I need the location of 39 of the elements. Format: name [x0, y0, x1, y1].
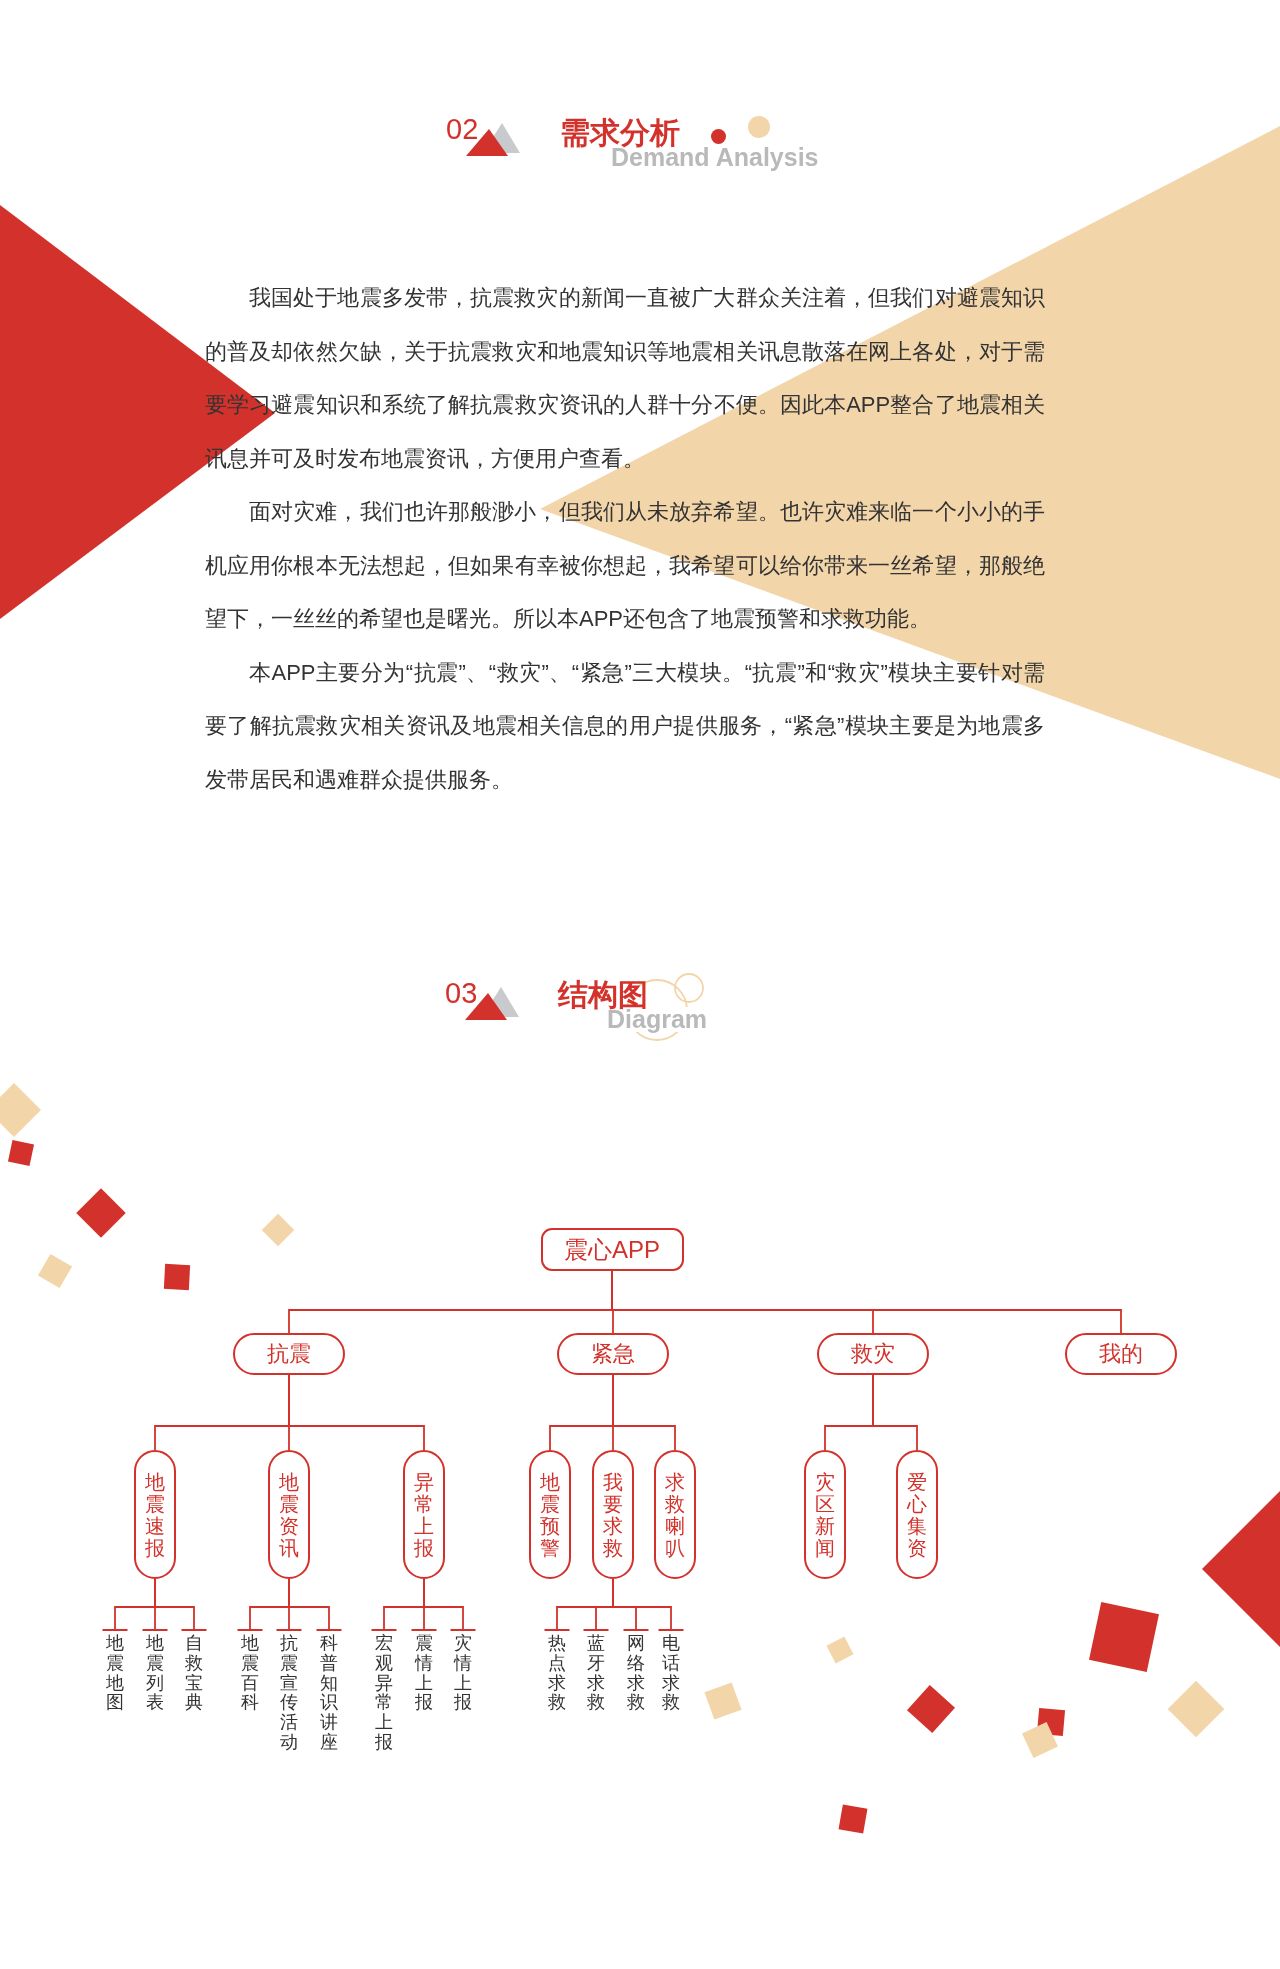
connector-line: [154, 1578, 208, 1631]
sub-feature-label: 热点求救: [548, 1630, 566, 1714]
sub-feature-label: 地震列表: [146, 1630, 164, 1714]
sub-feature-label: 科普知识讲座: [320, 1630, 338, 1753]
module-pill: 救灾: [817, 1333, 929, 1375]
feature-pill: 我要求救: [592, 1450, 634, 1579]
connector-line: [423, 1578, 477, 1631]
module-pill: 紧急: [557, 1333, 669, 1375]
connector-line: [612, 1578, 685, 1631]
feature-pill: 灾区新闻: [804, 1450, 846, 1579]
feature-pill: 求救喇叭: [654, 1450, 696, 1579]
connector-line: [872, 1374, 918, 1451]
section-heading: 需求分析: [560, 118, 680, 148]
feature-pill: 地震资讯: [268, 1450, 310, 1579]
sub-feature-label: 网络求救: [627, 1630, 645, 1714]
sub-feature-label: 宏观异常上报: [375, 1630, 393, 1753]
body-paragraph: 面对灾难，我们也许那般渺小，但我们从未放弃希望。也许灾难来临一个小小的手机应用你根本无法想起，但如果有幸被你想起，我希望可以给你带来一丝希望，那般绝望下，一丝丝的希望也是曙光。所以本APP还包含了地震预警和求救功能。: [205, 498, 1045, 633]
sub-feature-label: 地震地图: [106, 1630, 124, 1714]
module-pill: 抗震: [233, 1333, 345, 1375]
connector-line: [288, 1374, 425, 1451]
sub-feature-label: 震情上报: [415, 1630, 433, 1714]
connector-line: [288, 1578, 343, 1631]
feature-pill: 爱心集资: [896, 1450, 938, 1579]
sub-feature-label: 电话求救: [662, 1630, 680, 1714]
section-heading: 结构图: [558, 980, 648, 1010]
connector-line: [612, 1374, 676, 1451]
root-node-box: 震心APP: [540, 1228, 684, 1271]
section-number: 02: [446, 115, 479, 144]
sub-feature-label: 灾情上报: [454, 1630, 472, 1714]
sub-feature-label: 地震百科: [241, 1630, 259, 1714]
sub-feature-label: 自救宝典: [185, 1630, 203, 1714]
module-pill: 我的: [1065, 1333, 1177, 1375]
feature-pill: 异常上报: [403, 1450, 445, 1579]
section-number: 03: [445, 979, 478, 1008]
sub-feature-label: 蓝牙求救: [587, 1630, 605, 1714]
body-paragraph: 本APP主要分为“抗震”、“救灾”、“紧急”三大模块。“抗震”和“救灾”模块主要针对需要了解抗震救灾相关资讯及地震相关信息的用户提供服务，“紧急”模块主要是为地震多发带居民和遇难群众提供服务。: [205, 658, 1045, 794]
feature-pill: 地震速报: [134, 1450, 176, 1579]
feature-pill: 地震预警: [529, 1450, 571, 1579]
sub-feature-label: 抗震宣传活动: [280, 1630, 298, 1753]
